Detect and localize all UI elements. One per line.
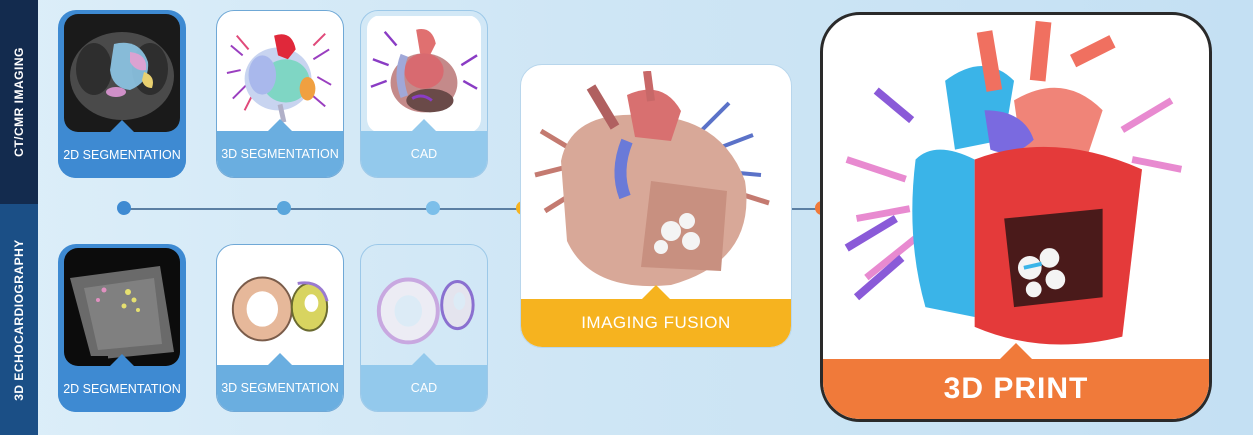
bottom-cad-label: CAD [361,365,487,411]
top-2d-segmentation-card: 2D SEGMENTATION [58,10,186,178]
top-2d-segmentation-label: 2D SEGMENTATION [58,132,186,178]
side-label-ct-cmr-text: CT/CMR IMAGING [12,47,26,157]
connector-line-right [790,208,822,210]
imaging-fusion-label: IMAGING FUSION [521,299,791,347]
top-3d-segmentation-card: 3D SEGMENTATION [216,10,344,178]
top-cad-card: CAD [360,10,488,178]
heart-cad-model-image [367,15,481,133]
bottom-3d-segmentation-label: 3D SEGMENTATION [217,365,343,411]
side-label-echo: 3D ECHOCARDIOGRAPHY [0,204,38,435]
side-label-ct-cmr: CT/CMR IMAGING [0,0,38,204]
printed-heart-model-image [827,19,1205,359]
fused-heart-model-image [531,70,781,299]
node-dot-3 [426,201,440,215]
3d-print-label: 3D PRINT [823,359,1209,419]
node-dot-1 [117,201,131,215]
echo-slice-image [64,248,180,366]
top-3d-segmentation-label: 3D SEGMENTATION [217,131,343,177]
connector-line [124,208,524,210]
imaging-fusion-card: IMAGING FUSION [520,64,792,348]
bottom-2d-segmentation-label: 2D SEGMENTATION [58,366,186,412]
3d-print-card: 3D PRINT [820,12,1212,422]
valve-cad-model-image [367,249,481,367]
bottom-cad-card: CAD [360,244,488,412]
valve-3d-model-image [223,249,337,367]
bottom-2d-segmentation-card: 2D SEGMENTATION [58,244,186,412]
heart-3d-model-image [223,15,337,133]
ct-slice-image [64,14,180,132]
side-label-echo-text: 3D ECHOCARDIOGRAPHY [12,238,27,401]
top-cad-label: CAD [361,131,487,177]
bottom-3d-segmentation-card: 3D SEGMENTATION [216,244,344,412]
node-dot-2 [277,201,291,215]
